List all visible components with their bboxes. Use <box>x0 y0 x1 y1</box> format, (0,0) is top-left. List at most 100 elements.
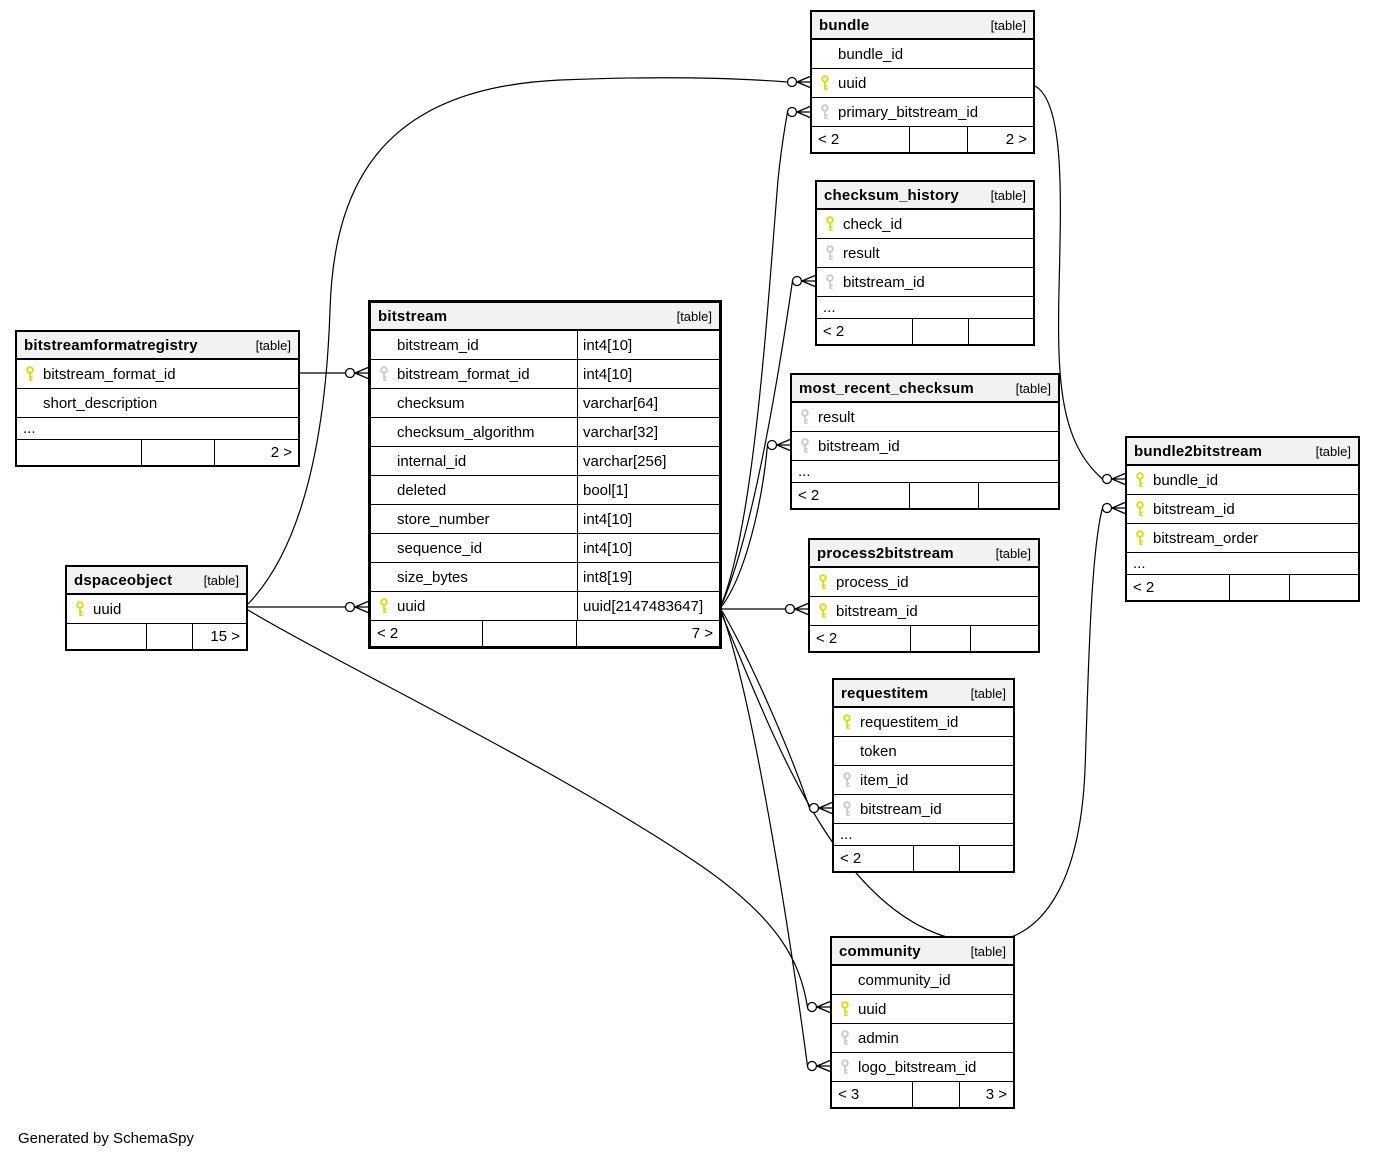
table-requestitem[interactable]: requestitem [table] requestitem_id token… <box>832 678 1015 873</box>
table-title[interactable]: bundle <box>819 16 870 34</box>
column-name: bitstream_id <box>397 336 479 354</box>
crowfoot-arrow <box>801 274 816 288</box>
table-header[interactable]: community [table] <box>832 938 1013 966</box>
column-name: internal_id <box>397 452 467 470</box>
table-footer: < 2 7 > <box>371 621 719 646</box>
table-process2bitstream[interactable]: process2bitstream [table] process_id bit… <box>808 538 1040 653</box>
table-checksum-history[interactable]: checksum_history [table] check_id result… <box>815 180 1035 346</box>
relationship-fk-end <box>344 366 369 380</box>
table-title[interactable]: community <box>839 942 921 960</box>
relationship-fk-end <box>786 105 811 119</box>
table-most-recent-checksum[interactable]: most_recent_checksum [table] result bits… <box>790 373 1060 510</box>
footer-left-count: < 2 <box>816 630 838 647</box>
table-title[interactable]: checksum_history <box>824 186 959 204</box>
table-row: bitstream_id <box>792 432 1058 461</box>
table-title[interactable]: requestitem <box>841 684 929 702</box>
table-header[interactable]: process2bitstream [table] <box>810 540 1038 568</box>
primary-key-icon <box>834 714 860 730</box>
column-name: result <box>843 244 880 262</box>
primary-key-icon <box>67 601 93 617</box>
footer-left-count: < 2 <box>818 131 840 148</box>
table-type-label: [table] <box>970 943 1006 959</box>
column-name: requestitem_id <box>860 713 959 731</box>
column-type: int4[10] <box>577 360 719 388</box>
relationship-line <box>721 507 1104 943</box>
footer-mid-cell <box>1228 575 1289 600</box>
table-footer: 2 > <box>17 440 298 465</box>
table-type-label: [table] <box>676 308 712 324</box>
footer-right-count <box>968 319 1033 344</box>
table-row: checksum varchar[64] <box>371 389 719 418</box>
column-name: bitstream_format_id <box>397 365 530 383</box>
table-community[interactable]: community [table] community_id uuid admi… <box>830 936 1015 1109</box>
table-header[interactable]: bundle2bitstream [table] <box>1127 438 1358 466</box>
column-name: bitstream_id <box>843 273 925 291</box>
footer-right-count <box>978 483 1058 508</box>
table-footer: 15 > <box>67 624 246 649</box>
primary-key-icon <box>1127 530 1153 546</box>
foreign-key-icon <box>792 409 818 425</box>
relationship-line <box>1034 85 1103 480</box>
table-type-label: [table] <box>203 572 239 588</box>
table-row: bitstream_id <box>817 268 1033 297</box>
footer-right-count: 2 > <box>966 127 1033 152</box>
column-name: result <box>818 408 855 426</box>
crowfoot-arrow <box>796 75 811 89</box>
footer-left-count: < 3 <box>838 1086 860 1103</box>
column-name: sequence_id <box>397 539 483 557</box>
table-title[interactable]: bitstreamformatregistry <box>24 336 198 354</box>
column-name: bitstream_format_id <box>43 365 176 383</box>
table-header[interactable]: requestitem [table] <box>834 680 1013 708</box>
table-bundle2bitstream[interactable]: bundle2bitstream [table] bundle_id bitst… <box>1125 436 1360 602</box>
table-row: bitstream_id <box>834 795 1013 824</box>
footer-mid-cell <box>911 1082 959 1107</box>
relationship-fk-end <box>806 1000 831 1014</box>
crowfoot-arrow <box>776 438 791 452</box>
table-title[interactable]: bundle2bitstream <box>1134 442 1263 460</box>
column-name: bitstream_order <box>1153 529 1259 547</box>
footer-mid-cell <box>912 846 960 871</box>
table-row: uuid uuid[2147483647] <box>371 592 719 621</box>
primary-key-icon <box>1127 472 1153 488</box>
column-name: uuid <box>93 600 122 618</box>
primary-key-icon <box>17 366 43 382</box>
cardinality-circle <box>786 106 798 118</box>
table-type-label: [table] <box>1315 443 1351 459</box>
cardinality-circle <box>1101 502 1113 514</box>
column-name: bitstream_id <box>1153 500 1235 518</box>
column-name: bundle_id <box>838 45 904 63</box>
table-row: uuid <box>832 995 1013 1024</box>
column-name: check_id <box>843 215 903 233</box>
column-type: varchar[32] <box>577 418 719 446</box>
relationship-fk-end <box>806 1059 831 1073</box>
footer-mid-cell <box>910 626 969 651</box>
table-title[interactable]: dspaceobject <box>74 571 173 589</box>
table-dspaceobject[interactable]: dspaceobject [table] uuid 15 > <box>65 565 248 651</box>
column-name: checksum_algorithm <box>397 423 535 441</box>
table-header[interactable]: dspaceobject [table] <box>67 567 246 595</box>
table-type-label: [table] <box>990 187 1026 203</box>
cardinality-circle <box>791 275 803 287</box>
table-title[interactable]: most_recent_checksum <box>799 379 974 397</box>
cardinality-circle <box>344 601 356 613</box>
ellipsis-text: ... <box>840 826 853 843</box>
foreign-key-icon <box>792 438 818 454</box>
column-name: bitstream_id <box>818 437 900 455</box>
footer-mid-cell <box>912 319 968 344</box>
table-header[interactable]: most_recent_checksum [table] <box>792 375 1058 403</box>
table-bitstream[interactable]: bitstream [table] bitstream_id int4[10] … <box>368 300 722 649</box>
crowfoot-arrow <box>794 602 809 616</box>
table-header[interactable]: bitstreamformatregistry [table] <box>17 332 298 360</box>
table-bundle[interactable]: bundle [table] bundle_id uuid primary_bi… <box>810 10 1035 154</box>
table-header[interactable]: bitstream [table] <box>371 303 719 331</box>
table-row: store_number int4[10] <box>371 505 719 534</box>
table-header[interactable]: checksum_history [table] <box>817 182 1033 210</box>
table-title[interactable]: process2bitstream <box>817 544 954 562</box>
cardinality-circle <box>766 439 778 451</box>
crowfoot-arrow <box>816 1000 831 1014</box>
table-header[interactable]: bundle [table] <box>812 12 1033 40</box>
table-bitstreamformatregistry[interactable]: bitstreamformatregistry [table] bitstrea… <box>15 330 300 467</box>
ellipsis-text: ... <box>798 463 811 480</box>
table-title[interactable]: bitstream <box>378 307 448 325</box>
